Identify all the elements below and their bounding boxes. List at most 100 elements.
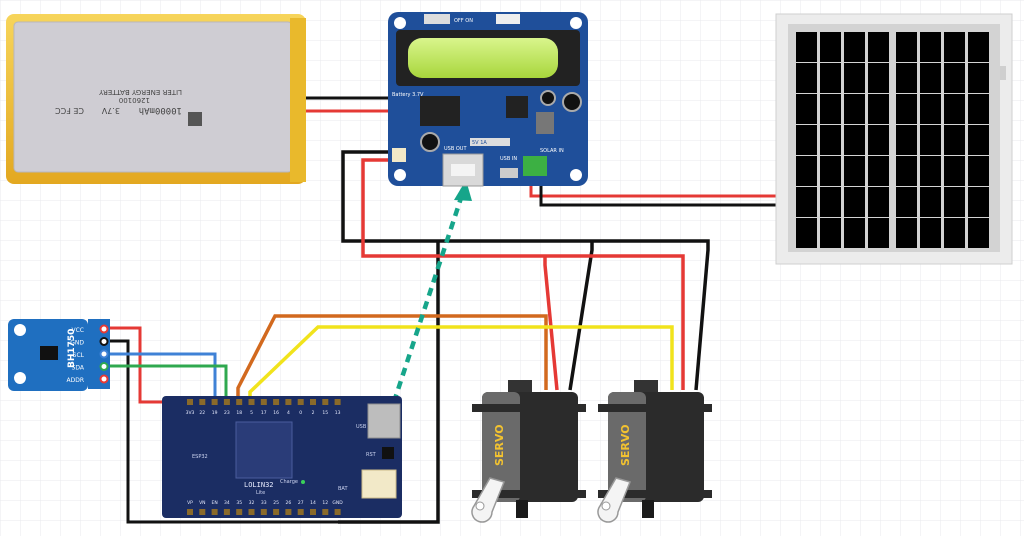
esp32-bat-label: BAT	[338, 486, 348, 492]
esp32-header-pin	[334, 399, 341, 405]
esp32-usb-port	[367, 403, 401, 439]
sensor-name: BH1750	[67, 329, 77, 368]
solar-cell	[844, 94, 865, 124]
solar-in-terminal	[523, 156, 547, 176]
esp32-top-pin-label: 5	[250, 410, 253, 416]
esp32-header-pin	[322, 399, 329, 405]
solar-cell	[868, 125, 889, 155]
esp32-chip-icon	[235, 421, 293, 479]
esp32-bottom-pin-label: 33	[261, 500, 267, 506]
sensor-pin-label: ADDR	[66, 377, 84, 384]
solar-cell	[968, 32, 989, 62]
solar-cell	[920, 125, 941, 155]
solar-cell	[968, 187, 989, 217]
esp32-bottom-pin-label: VN	[199, 500, 205, 506]
wire-red-bus	[361, 158, 685, 390]
esp32-header-pin	[187, 509, 193, 515]
solar-cell	[920, 187, 941, 217]
solar-cell	[944, 94, 965, 124]
solar-panel	[775, 13, 1013, 265]
solar-cell	[820, 94, 841, 124]
sensor-pin	[99, 324, 109, 334]
solar-cell	[844, 218, 865, 248]
usb-out-port	[442, 153, 484, 187]
solar-cell	[944, 125, 965, 155]
battery-brand: LITER ENERGY BATTERY	[98, 88, 182, 96]
solar-cell	[868, 156, 889, 186]
esp32-bottom-pin-label: 14	[310, 500, 316, 506]
esp32-header-pin	[236, 509, 243, 515]
esp32-header-pin	[248, 509, 255, 515]
solar-cell	[896, 32, 917, 62]
wire-black-servo1	[568, 241, 594, 391]
sensor-pin-label: VCC	[72, 327, 84, 334]
solar-cell	[820, 63, 841, 93]
esp32-header-pin	[297, 509, 304, 515]
solar-cell	[896, 156, 917, 186]
esp32-top-pin-label: 16	[273, 410, 279, 416]
esp32-top-pin-label: 0	[299, 410, 302, 416]
solar-cell	[944, 187, 965, 217]
solar-cell	[820, 187, 841, 217]
esp32-bottom-pin-label: GND	[332, 500, 343, 506]
solar-cell	[896, 63, 917, 93]
battery-model: 1260100	[119, 96, 150, 104]
wireless-link	[387, 194, 465, 415]
solar-cell	[896, 94, 917, 124]
esp32-header-pin	[297, 399, 304, 405]
lipo-battery: 10000mAh 3.7V CE FCC 1260100 LITER ENERG…	[6, 14, 306, 184]
sensor-pin-label: SDA	[72, 365, 85, 372]
battery-connector	[392, 148, 406, 162]
servos: SERVO SERVO	[471, 380, 712, 523]
solar-cell	[920, 94, 941, 124]
esp32-bottom-pin-label: 35	[236, 500, 242, 506]
esp32-header-pin	[285, 509, 292, 515]
usb-out-label: USB OUT	[444, 146, 467, 152]
sensor-pin	[99, 374, 109, 384]
esp32-header-pin	[285, 399, 292, 405]
esp32-rst-label: RST	[366, 452, 377, 458]
servo-label: SERVO	[493, 424, 506, 466]
solar-cell	[944, 218, 965, 248]
solar-cell	[920, 63, 941, 93]
solar-cell	[820, 156, 841, 186]
esp32-header-pin	[199, 399, 206, 405]
solar-cell	[820, 125, 841, 155]
solar-cell	[844, 156, 865, 186]
solar-cell	[968, 94, 989, 124]
esp32-name: LOLIN32	[244, 481, 274, 489]
solar-cell	[968, 125, 989, 155]
servo-motor: SERVO	[597, 380, 712, 523]
solar-cell	[968, 63, 989, 93]
solar-cell	[944, 63, 965, 93]
solar-in-label: SOLAR IN	[540, 148, 564, 154]
solar-cell	[796, 94, 817, 124]
servo-horn	[597, 477, 632, 523]
solar-cell	[844, 32, 865, 62]
solar-cell	[820, 32, 841, 62]
esp32-header-pin	[260, 509, 267, 515]
wire-black-drop	[338, 241, 440, 524]
battery-capacity: 10000mAh	[139, 105, 182, 115]
esp32-header-pin	[236, 399, 243, 405]
wire-black-bus	[341, 150, 710, 391]
esp32-header-pin	[273, 399, 280, 405]
esp32-header-pin	[187, 399, 193, 405]
esp32-top-pin-label: 18	[236, 410, 242, 416]
sensor-pin-label: GND	[70, 340, 84, 347]
solar-cell	[796, 125, 817, 155]
usb-in-port	[500, 168, 518, 178]
esp32-bottom-pin-label: 26	[286, 500, 292, 506]
reset-button[interactable]	[382, 447, 394, 459]
esp32-header-pin	[322, 509, 329, 515]
solar-cell	[868, 32, 889, 62]
sensor-chip-icon	[40, 346, 58, 360]
esp32-top-pin-label: 17	[261, 410, 267, 416]
solar-cell	[796, 32, 817, 62]
esp32-header-pin	[310, 399, 316, 405]
